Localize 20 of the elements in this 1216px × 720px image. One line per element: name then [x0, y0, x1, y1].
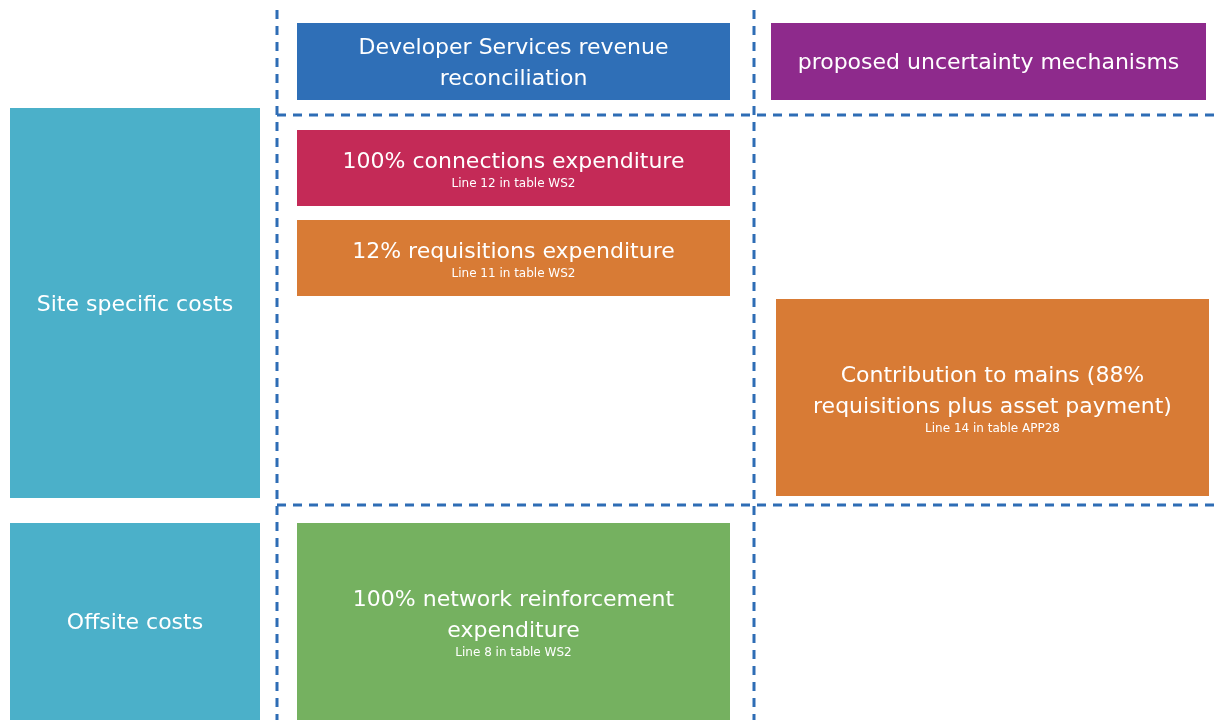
- box-title: Developer Services revenue reconciliation: [357, 32, 670, 92]
- box-title: Offsite costs: [66, 608, 204, 636]
- row-header: [10, 108, 260, 498]
- column-header: [771, 23, 1206, 100]
- box-title: proposed uncertainty mechanisms: [797, 48, 1180, 76]
- box-title: 100% connections expenditure: [342, 147, 685, 175]
- box-title: Contribution to mains (88% requisitions plus asset payment): [812, 361, 1173, 420]
- table-reference: Line 12 in table WS2: [451, 176, 576, 191]
- table-reference: Line 11 in table WS2: [451, 266, 576, 281]
- table-reference: Line 14 in table APP28: [925, 421, 1060, 436]
- box-title: 100% network reinforcement expenditure: [351, 585, 676, 644]
- cost-box: [297, 130, 730, 206]
- cost-box: [776, 299, 1209, 496]
- cost-box: [297, 220, 730, 296]
- box-title: 12% requisitions expenditure: [352, 237, 675, 265]
- cost-box: [297, 523, 730, 720]
- column-header: [297, 23, 730, 100]
- row-header: [10, 523, 260, 720]
- table-reference: Line 8 in table WS2: [455, 645, 572, 660]
- box-title: Site specific costs: [36, 289, 234, 318]
